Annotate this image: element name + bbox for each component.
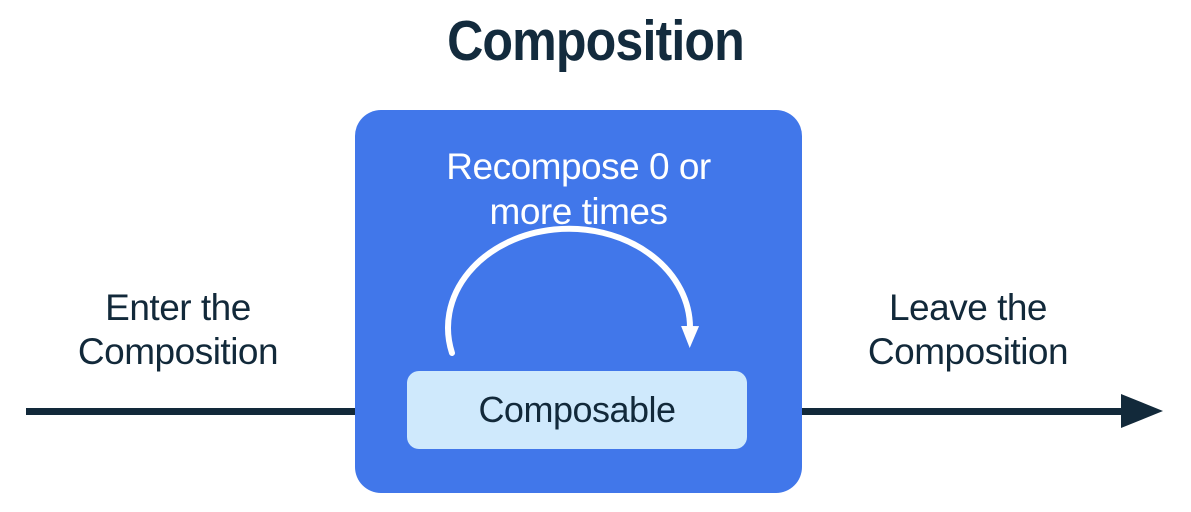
enter-composition-label-line2: Composition (77, 331, 279, 372)
leave-arrow-icon (1121, 394, 1163, 428)
enter-arrow-line (26, 408, 366, 415)
leave-composition-label-line1: Leave the (888, 287, 1048, 328)
diagram-title: Composition (447, 9, 745, 73)
composable-node: Composable (407, 371, 747, 449)
recompose-label-line1: Recompose 0 or (446, 146, 711, 187)
composition-box: Recompose 0 or more times Composable (355, 110, 802, 493)
leave-composition-label: Leave the Composition (828, 286, 1108, 374)
enter-composition-label: Enter the Composition (38, 286, 318, 374)
recompose-label: Recompose 0 or more times (355, 144, 802, 234)
enter-composition-label-line1: Enter the (105, 287, 251, 328)
recompose-label-line2: more times (489, 191, 668, 232)
leave-arrow-line (747, 408, 1125, 415)
composable-node-label: Composable (478, 389, 676, 430)
leave-composition-label-line2: Composition (867, 331, 1069, 372)
recompose-loop-arrow-icon (445, 225, 700, 356)
